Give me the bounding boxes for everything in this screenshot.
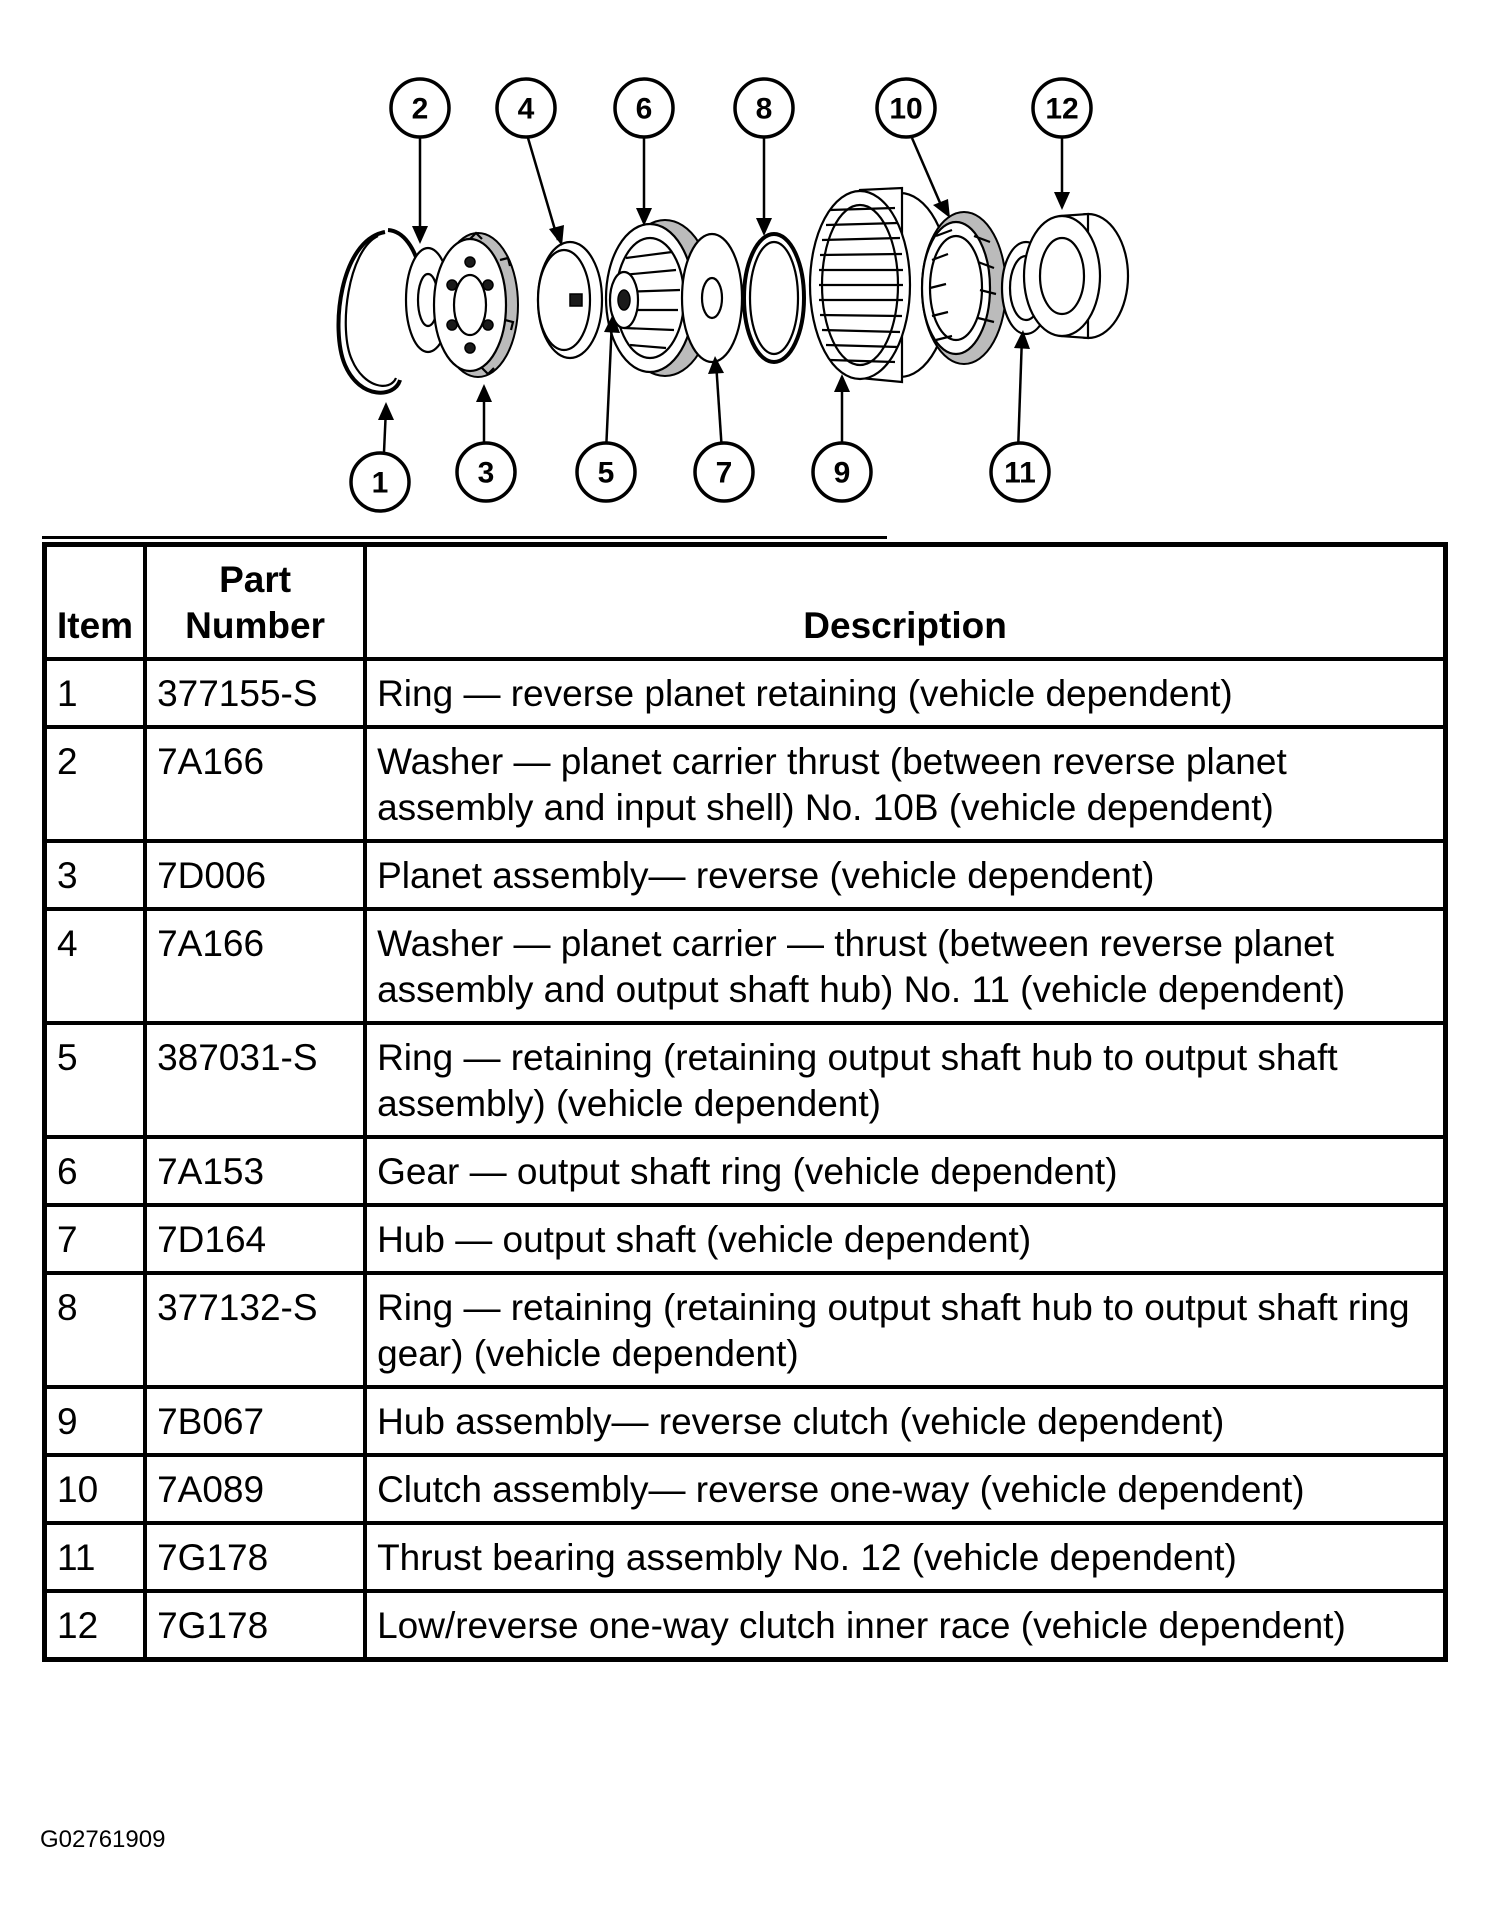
- item-cell: 11: [42, 1521, 148, 1593]
- description-cell: Clutch assembly— reverse one-way (vehicl…: [363, 1453, 1448, 1525]
- item-cell: 3: [42, 839, 148, 911]
- item-cell: 8: [42, 1271, 148, 1389]
- part-number-cell: 7D006: [143, 839, 368, 911]
- svg-text:10: 10: [889, 93, 922, 126]
- svg-text:1: 1: [372, 467, 389, 500]
- part-number-cell: 7B067: [143, 1385, 368, 1457]
- svg-text:9: 9: [834, 457, 851, 490]
- part-5-retaining-ring: [608, 270, 640, 330]
- description-cell: Low/reverse one-way clutch inner race (v…: [363, 1589, 1448, 1662]
- part-number-cell: 7G178: [143, 1521, 368, 1593]
- header-description: Description: [363, 542, 1448, 661]
- table-row: 4 7A166 Washer — planet carrier — thrust…: [42, 907, 1448, 1025]
- table-row: 9 7B067 Hub assembly— reverse clutch (ve…: [42, 1385, 1448, 1457]
- part-3-planet-assembly: [432, 231, 519, 378]
- part-10-one-way-clutch: [920, 211, 1007, 365]
- description-cell: Washer — planet carrier — thrust (betwee…: [363, 907, 1448, 1025]
- table-row: 2 7A166 Washer — planet carrier thrust (…: [42, 725, 1448, 843]
- description-cell: Washer — planet carrier thrust (between …: [363, 725, 1448, 843]
- part-number-cell: 7A166: [143, 725, 368, 843]
- part-number-cell: 7D164: [143, 1203, 368, 1275]
- item-cell: 10: [42, 1453, 148, 1525]
- description-cell: Planet assembly— reverse (vehicle depend…: [363, 839, 1448, 911]
- table-row: 6 7A153 Gear — output shaft ring (vehicl…: [42, 1135, 1448, 1207]
- callout-1: 1: [349, 451, 411, 513]
- table-row: 12 7G178 Low/reverse one-way clutch inne…: [42, 1589, 1448, 1662]
- svg-text:3: 3: [478, 457, 495, 490]
- description-cell: Ring — retaining (retaining output shaft…: [363, 1021, 1448, 1139]
- callout-3: 3: [455, 441, 517, 503]
- item-cell: 4: [42, 907, 148, 1025]
- description-cell: Ring — retaining (retaining output shaft…: [363, 1271, 1448, 1389]
- part-number-cell: 7A166: [143, 907, 368, 1025]
- header-item: Item: [42, 542, 148, 661]
- svg-text:4: 4: [518, 93, 535, 126]
- callout-10: 10: [875, 77, 937, 139]
- part-7-output-shaft-hub: [680, 232, 744, 364]
- table-row: 10 7A089 Clutch assembly— reverse one-wa…: [42, 1453, 1448, 1525]
- table-row: 11 7G178 Thrust bearing assembly No. 12 …: [42, 1521, 1448, 1593]
- description-cell: Gear — output shaft ring (vehicle depend…: [363, 1135, 1448, 1207]
- item-cell: 7: [42, 1203, 148, 1275]
- table-row: 3 7D006 Planet assembly— reverse (vehicl…: [42, 839, 1448, 911]
- parts-table: Item Part Number Description 1 377155-S …: [42, 542, 1448, 1662]
- svg-text:5: 5: [598, 457, 615, 490]
- part-4-thrust-washer: [536, 240, 604, 360]
- table-row: 7 7D164 Hub — output shaft (vehicle depe…: [42, 1203, 1448, 1275]
- callout-12: 12: [1031, 77, 1093, 139]
- description-cell: Ring — reverse planet retaining (vehicle…: [363, 657, 1448, 729]
- exploded-parts-diagram: 2 4 6 8 10 12 1 3 5 7 9 11: [336, 77, 1130, 513]
- callout-5: 5: [575, 441, 637, 503]
- part-number-cell: 7A153: [143, 1135, 368, 1207]
- callout-11: 11: [989, 441, 1051, 503]
- callout-7: 7: [693, 441, 755, 503]
- svg-text:2: 2: [412, 93, 429, 126]
- part-number-cell: 7A089: [143, 1453, 368, 1525]
- header-part-number: Part Number: [143, 542, 368, 661]
- item-cell: 2: [42, 725, 148, 843]
- description-cell: Hub assembly— reverse clutch (vehicle de…: [363, 1385, 1448, 1457]
- part-8-retaining-ring: [742, 232, 806, 364]
- svg-text:11: 11: [1004, 457, 1036, 490]
- item-cell: 6: [42, 1135, 148, 1207]
- part-number-cell: 387031-S: [143, 1021, 368, 1139]
- item-cell: 1: [42, 657, 148, 729]
- description-cell: Thrust bearing assembly No. 12 (vehicle …: [363, 1521, 1448, 1593]
- callout-9: 9: [811, 441, 873, 503]
- svg-text:8: 8: [756, 93, 773, 126]
- description-cell: Hub — output shaft (vehicle dependent): [363, 1203, 1448, 1275]
- svg-text:7: 7: [716, 457, 733, 490]
- item-cell: 5: [42, 1021, 148, 1139]
- table-row: 1 377155-S Ring — reverse planet retaini…: [42, 657, 1448, 729]
- part-number-cell: 7G178: [143, 1589, 368, 1662]
- table-row: 8 377132-S Ring — retaining (retaining o…: [42, 1271, 1448, 1389]
- part-number-cell: 377132-S: [143, 1271, 368, 1389]
- part-9-reverse-clutch-hub: [808, 186, 952, 384]
- part-number-cell: 377155-S: [143, 657, 368, 729]
- callout-6: 6: [613, 77, 675, 139]
- callout-8: 8: [733, 77, 795, 139]
- table-top-rule: [42, 536, 887, 539]
- item-cell: 12: [42, 1589, 148, 1662]
- svg-text:12: 12: [1045, 93, 1078, 126]
- table-row: 5 387031-S Ring — retaining (retaining o…: [42, 1021, 1448, 1139]
- part-12-inner-race: [1022, 212, 1130, 340]
- leader-lines: [378, 137, 1070, 453]
- table-header-row: Item Part Number Description: [42, 542, 1448, 661]
- callout-2: 2: [389, 77, 451, 139]
- svg-text:6: 6: [636, 93, 653, 126]
- item-cell: 9: [42, 1385, 148, 1457]
- figure-id: G02761909: [40, 1826, 166, 1853]
- callout-4: 4: [495, 77, 557, 139]
